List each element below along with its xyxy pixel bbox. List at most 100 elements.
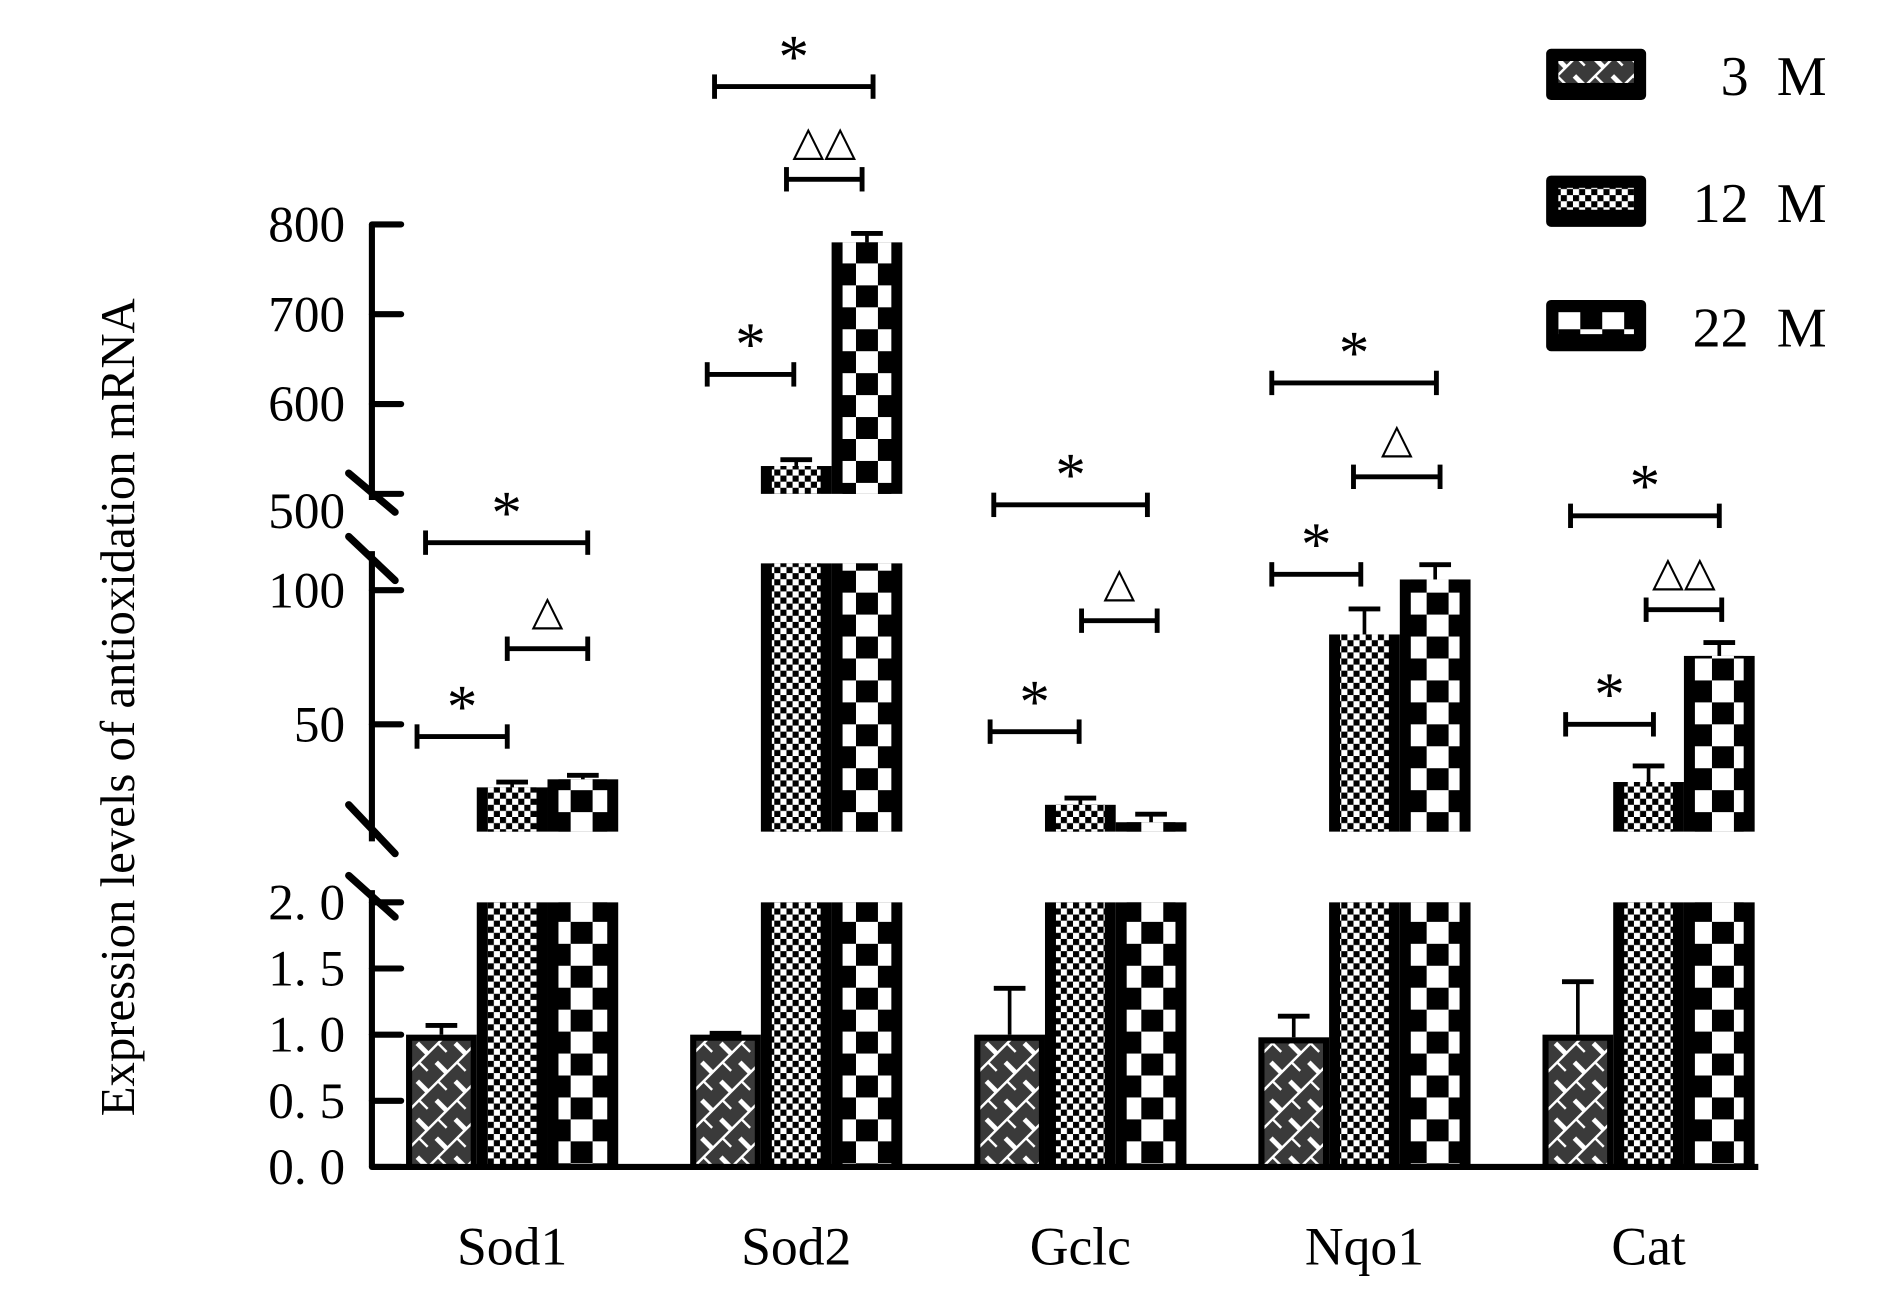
y-tick-label: 600 [268, 376, 345, 433]
bar-cat-22m [1683, 640, 1755, 1167]
significance-bracket: * [1269, 320, 1439, 396]
significance-bracket: △ [1351, 415, 1443, 489]
axis-break-mark [345, 871, 399, 921]
bar-pattern [1055, 902, 1105, 1167]
bar-cat-12m [1613, 763, 1684, 1167]
bar-pattern [771, 466, 821, 494]
legend: 3 M 12 M 22 M [1546, 46, 1827, 359]
y-tick-label: 2. 0 [268, 874, 345, 931]
significance-label: * [1019, 669, 1049, 736]
significance-bracket: * [423, 480, 591, 555]
significance-label: * [1630, 453, 1660, 520]
bar-pattern [558, 779, 608, 832]
bar-pattern [487, 787, 537, 832]
axis-break-mark [345, 801, 399, 858]
y-tick-label: 50 [294, 696, 345, 753]
legend-swatch-pattern [1558, 61, 1634, 83]
bar-pattern [1624, 902, 1673, 1167]
y-tick-label: 800 [268, 196, 345, 253]
y-tick-label: 1. 0 [268, 1007, 345, 1064]
significance-bracket: * [414, 674, 510, 749]
significance-label: * [1594, 662, 1624, 729]
bar-sod2-3m [690, 1030, 761, 1167]
annotations-layer: *△**△△**△**△**△△* [414, 24, 1725, 749]
bar-sod1-12m [476, 779, 548, 1167]
bar-pattern [771, 563, 821, 832]
bar-pattern [842, 242, 892, 494]
bar-pattern [412, 1040, 471, 1167]
bar-pattern [1694, 655, 1744, 832]
bar-pattern [1126, 822, 1176, 832]
significance-label: * [447, 674, 477, 741]
bar-sod1-3m [406, 1022, 477, 1167]
bar-pattern [1340, 634, 1389, 832]
significance-label: * [1301, 512, 1331, 579]
x-tick-label-cat: Cat [1611, 1217, 1686, 1277]
bar-pattern [1340, 902, 1389, 1167]
bar-nqo1-12m [1329, 606, 1400, 1167]
significance-bracket: * [987, 669, 1082, 744]
bar-pattern [1410, 902, 1460, 1167]
significance-bracket: △ [504, 587, 591, 661]
significance-bracket: * [1269, 512, 1364, 587]
legend-swatch-pattern [1558, 187, 1634, 210]
x-tick-label-sod1: Sod1 [457, 1217, 567, 1277]
y-axis-label: Expression levels of antioxidation mRNA [91, 298, 145, 1116]
x-tick-label-sod2: Sod2 [741, 1217, 851, 1277]
significance-bracket: * [1563, 662, 1656, 737]
bar-pattern [771, 902, 821, 1167]
bars-layer: Sod1 Sod2 Gclc Nqo1 Cat [406, 230, 1755, 1277]
bar-pattern [1055, 804, 1105, 832]
significance-label: △ [532, 587, 564, 633]
bar-sod2-22m [831, 230, 903, 1167]
significance-label: * [735, 312, 765, 379]
significance-label: △ [1381, 415, 1413, 461]
significance-label: * [779, 24, 809, 91]
bar-pattern [558, 902, 608, 1167]
significance-bracket: * [1568, 453, 1722, 529]
y-tick-label: 0. 5 [268, 1073, 345, 1130]
bar-pattern [487, 902, 537, 1167]
significance-bracket: * [991, 442, 1150, 518]
y-tick-label: 0. 0 [268, 1139, 345, 1196]
bar-pattern [1694, 902, 1744, 1167]
significance-label: * [491, 480, 521, 547]
significance-label: △ [1103, 559, 1135, 605]
bar-gclc-22m [1115, 811, 1187, 1167]
legend-item-3m: 3 M [1546, 46, 1827, 108]
x-tick-label-gclc: Gclc [1030, 1217, 1131, 1277]
bar-pattern [1624, 782, 1673, 832]
significance-label: △△ [1652, 548, 1716, 594]
significance-label: △△ [792, 118, 856, 164]
y-tick-label: 100 [268, 562, 345, 619]
bar-pattern [842, 563, 892, 832]
legend-item-12m: 12 M [1546, 173, 1827, 235]
bar-pattern [1264, 1043, 1323, 1167]
bar-pattern [696, 1040, 755, 1167]
significance-bracket: * [704, 312, 797, 387]
significance-bracket: △△ [784, 118, 865, 192]
bar-gclc-3m [974, 985, 1045, 1167]
legend-label: 22 M [1693, 297, 1827, 359]
bar-pattern [1410, 579, 1460, 832]
significance-bracket: △ [1079, 559, 1160, 633]
bar-nqo1-22m [1399, 562, 1471, 1167]
bar-pattern [1126, 902, 1176, 1167]
bar-nqo1-3m [1258, 1013, 1330, 1167]
significance-label: * [1339, 320, 1369, 387]
significance-bracket: △△ [1643, 548, 1725, 622]
bar-sod2-12m [760, 457, 832, 1167]
significance-bracket: * [712, 24, 876, 99]
bar-sod1-22m [547, 772, 619, 1167]
legend-swatch-pattern [1558, 312, 1634, 335]
legend-item-22m: 22 M [1546, 297, 1827, 359]
legend-label: 3 M [1721, 46, 1827, 108]
x-tick-label-nqo1: Nqo1 [1305, 1217, 1424, 1277]
y-tick-label: 1. 5 [268, 941, 345, 998]
bar-gclc-12m [1044, 795, 1116, 1167]
significance-label: * [1055, 442, 1085, 509]
bar-pattern [842, 902, 892, 1167]
axis-break-mark [345, 532, 399, 585]
